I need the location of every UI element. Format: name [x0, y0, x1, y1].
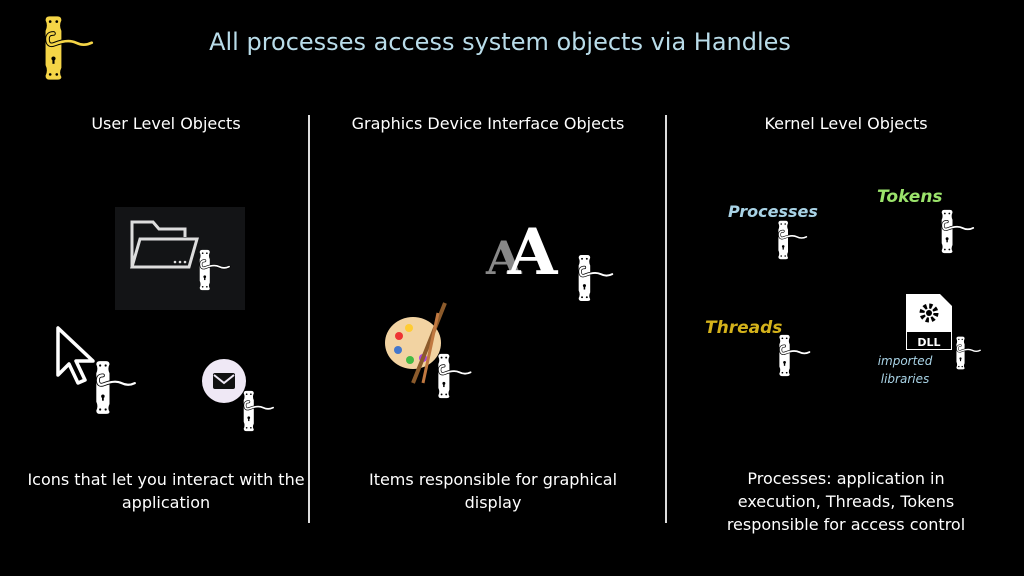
folder-tile	[115, 207, 245, 310]
cursor-icon	[56, 326, 95, 385]
processes-label: Processes	[728, 202, 818, 221]
handle-icon	[937, 209, 977, 254]
handle-icon	[952, 336, 984, 370]
handle-icon	[196, 249, 232, 291]
user-objects-description: Icons that let you interact with the app…	[27, 470, 305, 512]
handle-icon	[574, 254, 616, 302]
folder-icon	[130, 220, 199, 269]
threads-label: Threads	[705, 318, 783, 338]
large-a: A	[507, 215, 558, 290]
gdi-objects-header: Graphics Device Interface Objects	[351, 114, 625, 133]
imported-libraries-label: imported libraries	[877, 354, 933, 386]
handle-icon	[773, 220, 811, 260]
user-objects-header: User Level Objects	[91, 114, 241, 133]
column-divider	[308, 115, 310, 523]
small-a: A	[486, 231, 522, 285]
tokens-label: Tokens	[877, 187, 943, 207]
handle-icon	[775, 334, 813, 377]
handle-icon	[240, 390, 276, 432]
kernel-objects-description: Processes: application in execution, Thr…	[726, 469, 966, 534]
gdi-objects-description: Items responsible for graphical display	[368, 470, 618, 512]
dll-label: DLL	[917, 336, 940, 349]
kernel-objects-header: Kernel Level Objects	[764, 114, 928, 133]
handle-icon	[433, 353, 475, 399]
font-glyph-icon: AA	[486, 215, 558, 293]
column-divider	[665, 115, 667, 523]
handle-icon	[92, 360, 138, 415]
paint-palette-icon	[385, 302, 447, 384]
slide-title: All processes access system objects via …	[209, 28, 791, 56]
dll-file-icon: DLL	[906, 294, 952, 350]
mail-icon	[202, 359, 246, 403]
